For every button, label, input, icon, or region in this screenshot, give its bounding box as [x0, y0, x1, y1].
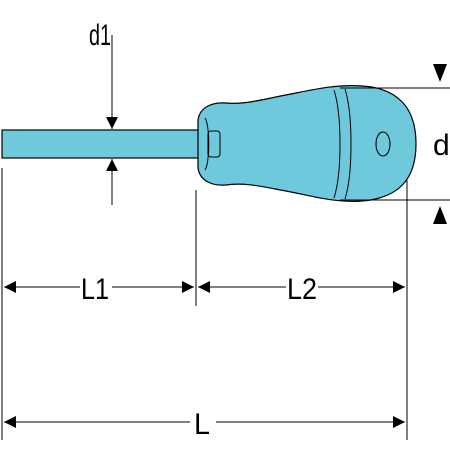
handle-hang-hole	[375, 131, 391, 157]
l-label: L	[194, 408, 210, 441]
screwdriver-handle	[197, 85, 417, 202]
l1-label: L1	[81, 273, 109, 306]
d-arrow-bottom	[433, 206, 447, 224]
d-arrow-top	[433, 64, 447, 82]
handle-grip-line-2	[344, 88, 352, 200]
handle-grip-line	[333, 89, 341, 199]
handle-ferrule-ring	[207, 130, 221, 158]
d1-label: d1	[89, 19, 111, 52]
handle-ferrule-line	[204, 117, 210, 171]
d-label: d	[433, 129, 450, 162]
l2-label: L2	[287, 273, 317, 306]
screwdriver-shaft	[1, 129, 203, 159]
